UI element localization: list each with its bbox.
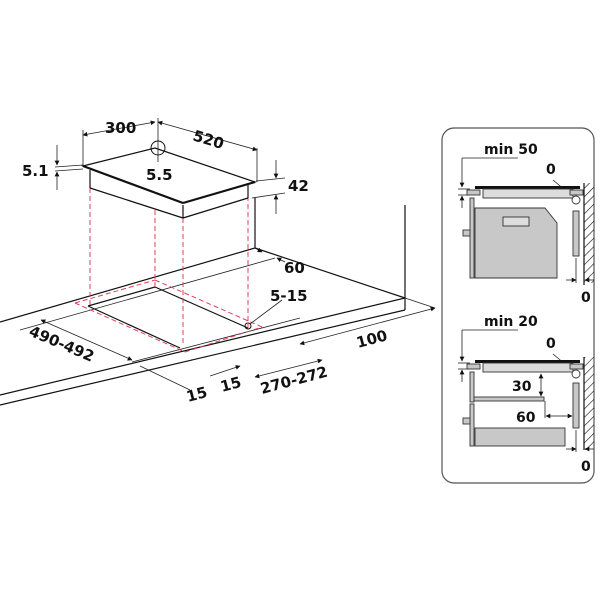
detail-panel: min 50 0 (441, 127, 595, 484)
detail-top-min-label: min 50 (484, 142, 538, 158)
detail-bottom-shelf-label: 30 (512, 379, 532, 395)
dim-rear-clearance: 60 (284, 259, 305, 277)
detail-oven-below: min 50 0 (458, 142, 594, 306)
detail-bottom-rear-gap-label: 60 (516, 410, 536, 426)
detail-bottom-gap-label: 0 (546, 336, 556, 352)
detail-top-wall-gap-label: 0 (581, 290, 591, 306)
detail-drawer-below: min 20 0 30 (458, 314, 594, 475)
detail-bottom-min-label: min 20 (484, 314, 538, 330)
dim-front-margin-1: 15 (184, 383, 209, 406)
dim-hob-depth: 520 (191, 127, 226, 153)
detail-top-gap-label: 0 (546, 162, 556, 178)
cutout-outline (87, 286, 301, 363)
dim-worktop-depth: 100 (354, 326, 389, 351)
dim-glass-thickness: 5.1 (22, 162, 49, 180)
dim-cutout-width: 270-272 (258, 363, 329, 398)
dim-cable-hole: 5-15 (270, 287, 308, 305)
cable-hole-icon (244, 322, 252, 330)
dim-center-detail: 5.5 (146, 166, 173, 184)
dim-front-margin-2: 15 (218, 373, 243, 396)
detail-bottom-wall-gap-label: 0 (581, 459, 591, 475)
worktop (0, 198, 406, 406)
dim-cutout-depth: 490-492 (26, 322, 96, 365)
dim-hob-width: 300 (105, 119, 136, 137)
dim-hob-height: 42 (288, 177, 309, 195)
main-isometric-view: 300 520 5.1 5.5 42 60 5-15 100 490-492 (0, 118, 436, 406)
hob (80, 118, 257, 219)
